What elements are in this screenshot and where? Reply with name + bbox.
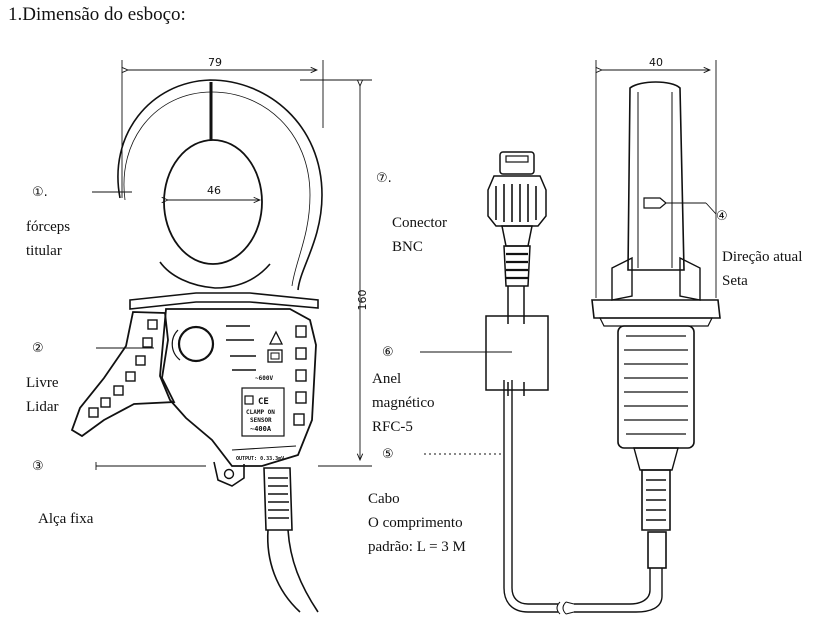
marker-7: ⑦.: [376, 171, 392, 186]
fixed-lug: [213, 461, 245, 487]
label-cabo-3: padrão: L = 3 M: [368, 539, 466, 555]
ferrite-ring: [485, 315, 549, 396]
marker-1: ①.: [32, 185, 48, 200]
marker-2: ②: [32, 341, 44, 356]
device-line3: ~400A: [250, 425, 272, 433]
volt-text: ~600V: [255, 375, 273, 382]
device-line1: CLAMP ON: [246, 409, 275, 416]
strain-relief: [263, 467, 293, 531]
label-forceps-1: fórceps: [26, 219, 71, 235]
marker-5: ⑤: [382, 447, 394, 462]
label-cabo-1: Cabo: [368, 491, 400, 507]
dim-79-label: 79: [208, 56, 222, 69]
label-anel-3: RFC-5: [372, 419, 413, 435]
marker-3: ③: [32, 459, 44, 474]
clamp-front-view: [70, 79, 323, 613]
label-cabo-2: O comprimento: [368, 515, 463, 531]
clamp-side-view: [503, 81, 721, 615]
ce-mark: CE: [258, 397, 269, 407]
dim-160-label: 160: [356, 290, 369, 311]
label-anel-2: magnético: [372, 395, 435, 411]
jaw-inner: [163, 139, 263, 265]
dim-79: [121, 60, 324, 198]
page-title: 1.Dimensão do esboço:: [8, 4, 186, 25]
pivot-button: [177, 325, 215, 363]
dim-40-label: 40: [649, 56, 663, 69]
label-forceps-2: titular: [26, 243, 62, 259]
bnc-connector: [487, 151, 547, 316]
label-direcao-1: Direção atual: [722, 249, 803, 265]
clamp-cable: [266, 529, 301, 613]
label-livre-1: Livre: [26, 375, 59, 391]
dim-160: [300, 79, 372, 467]
side-flange: [591, 299, 721, 319]
label-direcao-2: Seta: [722, 273, 748, 289]
clamp-flange: [129, 292, 319, 310]
device-output: OUTPUT: 0.33.3mV: [236, 456, 284, 462]
device-line2: SENSOR: [250, 417, 272, 424]
side-cable: [574, 568, 651, 605]
marker-6: ⑥: [382, 345, 394, 360]
label-conector-2: BNC: [392, 239, 423, 255]
label-anel-1: Anel: [372, 371, 402, 387]
dim-46-label: 46: [207, 184, 221, 197]
marker-4: ④: [716, 209, 728, 224]
label-alca: Alça fixa: [38, 511, 94, 527]
label-livre-2: Lidar: [26, 399, 59, 415]
clamp-body: [159, 308, 317, 467]
dim-40: [595, 60, 717, 298]
label-conector-1: Conector: [392, 215, 447, 231]
free-handle: [70, 311, 176, 438]
jaw-outer: [117, 79, 323, 291]
side-strain-relief: [641, 469, 671, 531]
